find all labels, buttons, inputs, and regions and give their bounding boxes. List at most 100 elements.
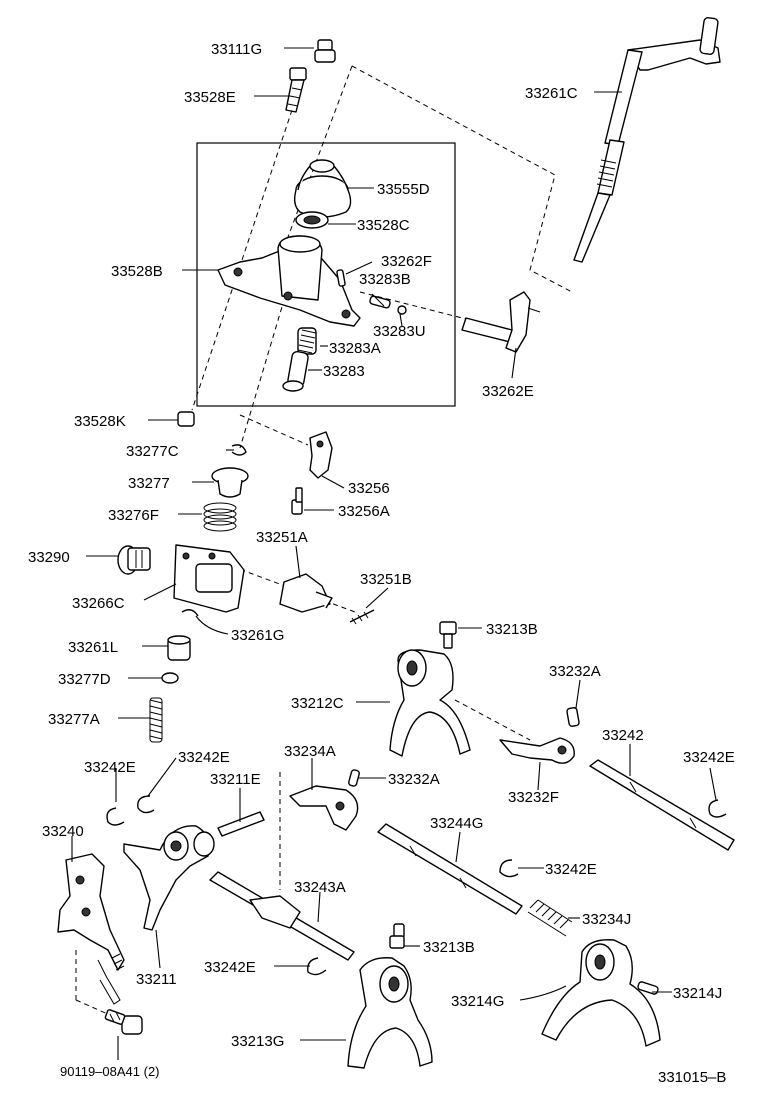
part-33213B-bottom bbox=[389, 923, 405, 949]
label-33261G: 33261G bbox=[231, 627, 284, 644]
label-33214J: 33214J bbox=[673, 985, 722, 1002]
part-33242E-mid bbox=[499, 859, 519, 878]
part-33256A bbox=[291, 487, 303, 515]
label-33251A: 33251A bbox=[256, 529, 308, 546]
part-33277 bbox=[211, 467, 249, 498]
part-33528K bbox=[177, 411, 195, 427]
label-33283: 33283 bbox=[323, 363, 365, 380]
part-33234J bbox=[527, 899, 573, 937]
part-33242E-a bbox=[106, 807, 125, 826]
part-33290 bbox=[117, 545, 151, 575]
label-33232F: 33232F bbox=[508, 789, 559, 806]
part-33262E bbox=[461, 291, 541, 353]
part-33211 bbox=[123, 825, 215, 931]
part-33256 bbox=[309, 431, 333, 479]
label-33528B: 33528B bbox=[111, 263, 163, 280]
part-33214G bbox=[541, 939, 661, 1047]
label-33276F: 33276F bbox=[108, 507, 159, 524]
label-33528K: 33528K bbox=[74, 413, 126, 430]
label-33111G: 33111G bbox=[211, 41, 262, 58]
label-33242E-b: 33242E bbox=[178, 749, 230, 766]
label-33242E-mid: 33242E bbox=[545, 861, 597, 878]
part-33261L bbox=[167, 635, 191, 661]
part-33240 bbox=[57, 853, 125, 1005]
label-33266C: 33266C bbox=[72, 595, 125, 612]
part-33211E bbox=[217, 811, 265, 837]
label-33234A: 33234A bbox=[284, 743, 336, 760]
part-33283 bbox=[282, 350, 309, 392]
part-33277D bbox=[161, 672, 179, 684]
part-33528B bbox=[217, 235, 361, 327]
part-33232F bbox=[499, 737, 575, 764]
part-33277C bbox=[231, 444, 247, 456]
label-33277A: 33277A bbox=[48, 711, 100, 728]
label-33211: 33211 bbox=[136, 971, 177, 988]
part-33555D bbox=[293, 159, 352, 218]
part-33242 bbox=[589, 759, 735, 851]
part-33214J bbox=[637, 981, 659, 995]
part-33283A bbox=[297, 327, 317, 355]
label-33555D: 33555D bbox=[377, 181, 430, 198]
part-33232A-top bbox=[566, 707, 580, 727]
part-33242E-right bbox=[708, 799, 727, 818]
label-33232A-mid: 33232A bbox=[388, 771, 440, 788]
part-33283U bbox=[397, 305, 407, 315]
label-33242E-bottom: 33242E bbox=[204, 959, 256, 976]
label-33212C: 33212C bbox=[291, 695, 344, 712]
part-33242E-bottom bbox=[307, 957, 327, 976]
label-33283U: 33283U bbox=[373, 323, 426, 340]
part-33261C bbox=[573, 17, 721, 263]
assembly-box bbox=[196, 142, 456, 407]
label-33211E: 33211E bbox=[210, 771, 261, 788]
label-33277D: 33277D bbox=[58, 671, 111, 688]
label-33243A: 33243A bbox=[294, 879, 346, 896]
part-33251A bbox=[279, 573, 333, 613]
part-33276F bbox=[203, 502, 237, 532]
label-33242E-right: 33242E bbox=[683, 749, 735, 766]
label-33283A: 33283A bbox=[329, 340, 381, 357]
label-33290: 33290 bbox=[28, 549, 70, 566]
part-33528E bbox=[285, 67, 307, 113]
label-33277C: 33277C bbox=[126, 443, 179, 460]
part-33242E-b bbox=[137, 795, 155, 814]
part-90119-08A41 bbox=[104, 1009, 143, 1035]
part-33251B bbox=[349, 609, 375, 625]
part-33244G bbox=[377, 823, 523, 915]
part-33111G bbox=[314, 39, 336, 63]
part-33212C bbox=[389, 649, 471, 757]
diagram-code: 331015–B bbox=[658, 1069, 726, 1086]
part-33277A bbox=[149, 697, 163, 743]
leader-lines bbox=[71, 47, 717, 1060]
label-33242: 33242 bbox=[602, 727, 644, 744]
label-33283B: 33283B bbox=[359, 271, 411, 288]
label-33251B: 33251B bbox=[360, 571, 412, 588]
label-33256A: 33256A bbox=[338, 503, 390, 520]
part-33528C bbox=[295, 211, 329, 229]
part-labels: 33111G 33528E 33261C 33555D 33528C 33528… bbox=[28, 41, 735, 1086]
label-33262E: 33262E bbox=[482, 383, 534, 400]
label-33213B-bottom: 33213B bbox=[423, 939, 475, 956]
label-33213G: 33213G bbox=[231, 1033, 284, 1050]
part-33213G bbox=[347, 957, 433, 1069]
part-33213B-top bbox=[439, 621, 457, 649]
label-33262F: 33262F bbox=[381, 253, 432, 270]
label-33277: 33277 bbox=[128, 475, 170, 492]
part-33261G bbox=[181, 609, 199, 617]
part-33243A bbox=[209, 871, 355, 961]
label-33244G: 33244G bbox=[430, 815, 483, 832]
label-33528C: 33528C bbox=[357, 217, 410, 234]
label-90119-08A41: 90119–08A41 (2) bbox=[60, 1064, 160, 1079]
label-33234J: 33234J bbox=[582, 911, 631, 928]
part-33266C bbox=[173, 544, 245, 613]
label-33214G: 33214G bbox=[451, 993, 504, 1010]
part-33262F bbox=[336, 269, 346, 287]
part-33234A bbox=[289, 785, 359, 831]
label-33261L: 33261L bbox=[68, 639, 118, 656]
label-33242E-a: 33242E bbox=[84, 759, 136, 776]
label-33213B-top: 33213B bbox=[486, 621, 538, 638]
part-33232A-mid bbox=[348, 769, 360, 787]
label-33261C: 33261C bbox=[525, 85, 578, 102]
label-33232A-top: 33232A bbox=[549, 663, 601, 680]
label-33240: 33240 bbox=[42, 823, 84, 840]
